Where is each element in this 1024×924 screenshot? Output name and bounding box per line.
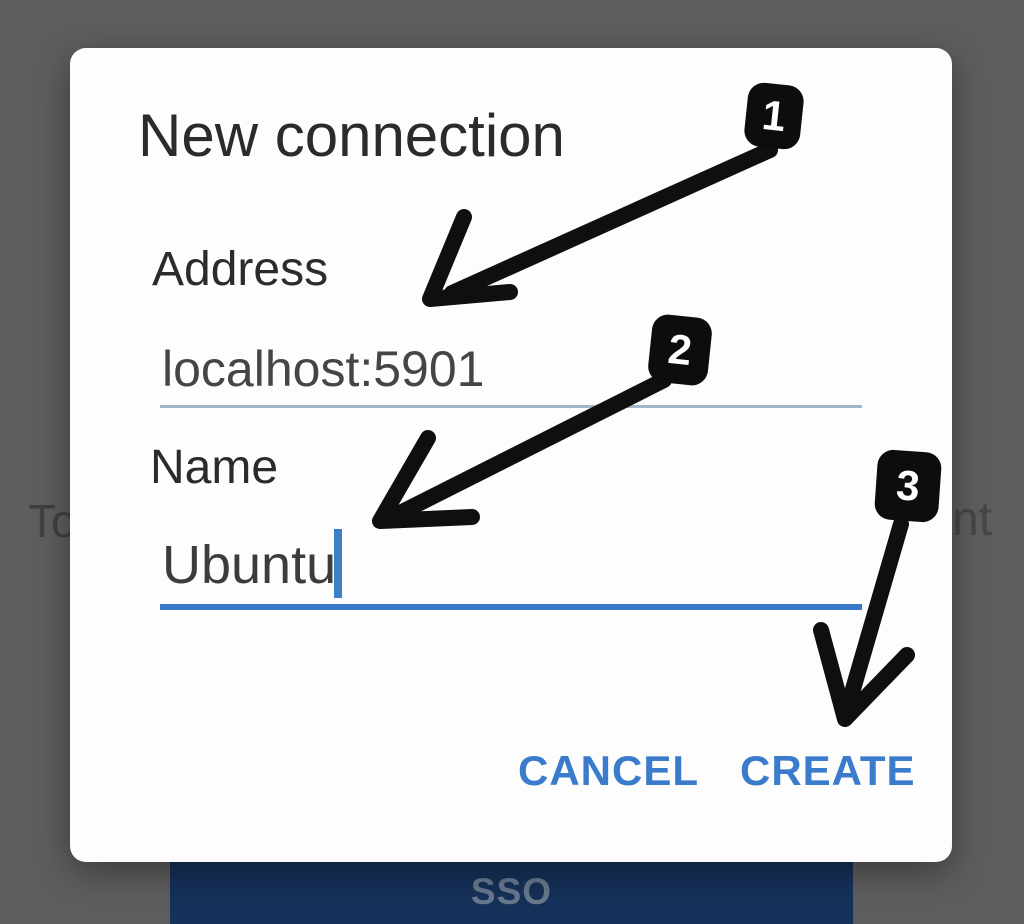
name-input-underline <box>160 604 862 610</box>
text-cursor <box>334 529 342 598</box>
background-clipped-text-right: nt <box>952 493 993 546</box>
annotation-badge-2-number: 2 <box>665 324 695 375</box>
annotation-badge-2: 2 <box>646 313 714 387</box>
create-button[interactable]: CREATE <box>740 747 916 794</box>
sso-button-label: SSO <box>470 871 553 912</box>
name-input[interactable]: Ubuntu <box>162 535 337 595</box>
name-field-label: Name <box>150 441 279 494</box>
background-clipped-text-left: To <box>28 495 77 547</box>
annotation-badge-3-number: 3 <box>894 461 922 510</box>
dialog-title: New connection <box>138 102 565 169</box>
new-connection-dialog: New connection Address localhost:5901 Na… <box>70 48 952 862</box>
annotation-badge-3: 3 <box>873 448 943 524</box>
cancel-button[interactable]: CANCEL <box>518 747 699 794</box>
address-field-label: Address <box>152 243 329 296</box>
annotation-badge-1: 1 <box>742 81 806 151</box>
address-input[interactable]: localhost:5901 <box>162 341 485 397</box>
address-input-underline <box>160 405 862 408</box>
sso-button[interactable]: SSO <box>170 861 853 924</box>
annotation-badge-1-number: 1 <box>759 90 789 141</box>
